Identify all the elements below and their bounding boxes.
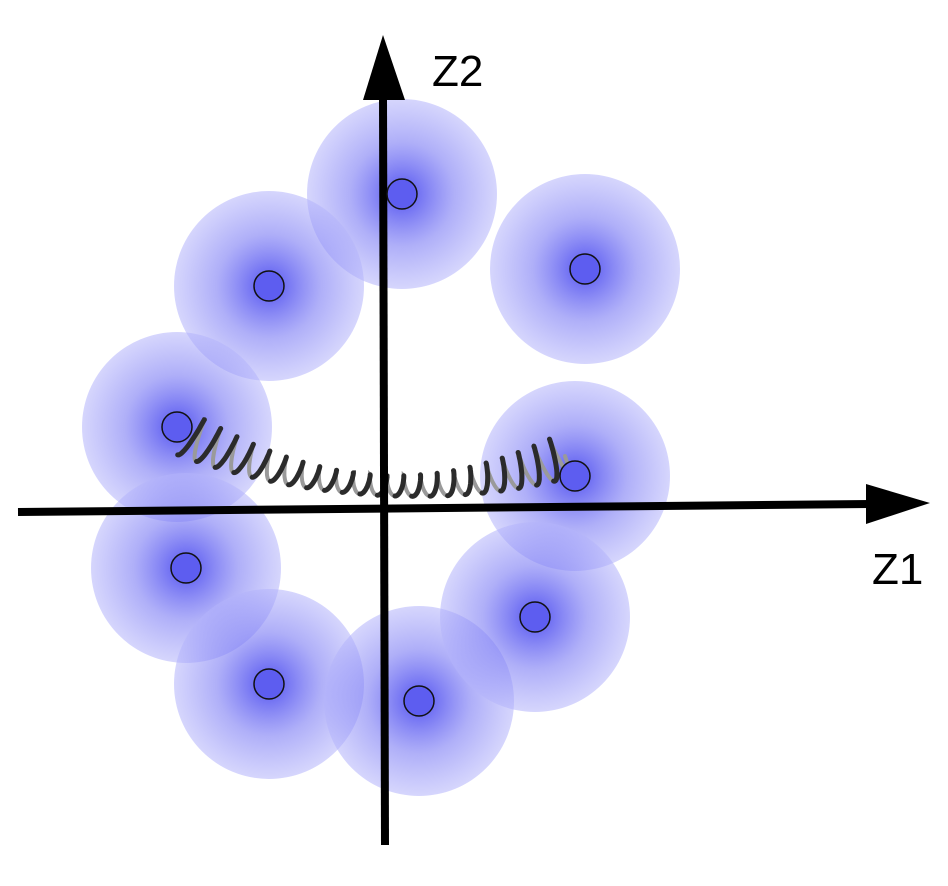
center-points <box>161 178 601 717</box>
point-upper-right <box>569 253 601 285</box>
point-right <box>559 460 591 492</box>
z1-axis-label: Z1 <box>872 545 923 594</box>
point-left <box>161 411 193 443</box>
point-top <box>386 178 418 210</box>
z2-axis-line <box>379 97 389 846</box>
point-bottom <box>403 685 435 717</box>
z2-axis-label: Z2 <box>432 47 483 96</box>
z2-axis-arrow-icon <box>363 35 405 100</box>
point-lower-right <box>519 601 551 633</box>
point-lower-left <box>170 552 202 584</box>
axes: Z1 Z2 <box>17 35 930 846</box>
spring-coil <box>178 417 576 499</box>
point-bottom-left <box>253 668 285 700</box>
spring-coil-back <box>192 417 576 499</box>
z1-axis-line <box>17 500 871 516</box>
point-upper-left <box>253 270 285 302</box>
z1-axis-arrow-icon <box>866 484 930 524</box>
